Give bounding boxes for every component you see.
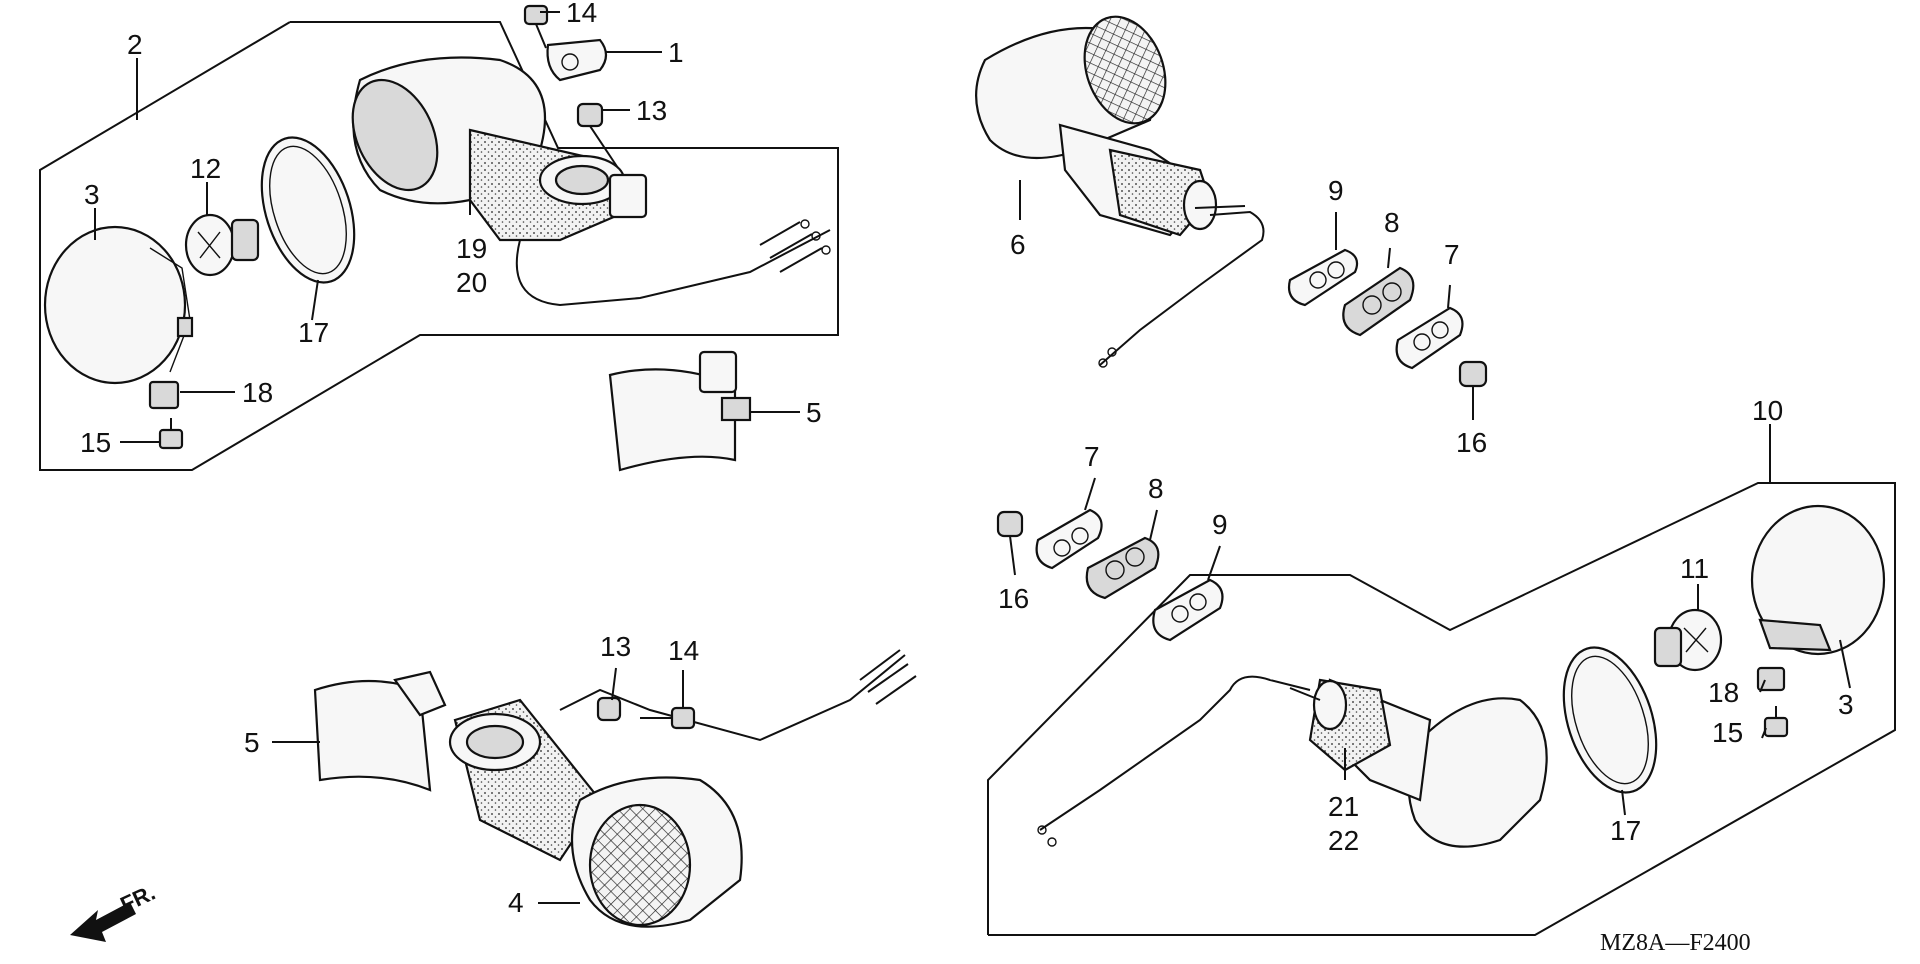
callout-11: 11 [1680, 553, 1709, 584]
socket-18-top-left [148, 380, 180, 410]
nut-16-middle [996, 510, 1024, 538]
rim-17-bottom-right [1562, 646, 1658, 794]
assembly-frame-10 [987, 482, 1896, 936]
callout-6: 6 [1010, 229, 1026, 260]
clamp-1 [546, 38, 608, 82]
callout-13-bottom: 13 [600, 631, 631, 662]
lens-3-top-left [43, 225, 194, 385]
washer-7-middle [1035, 508, 1103, 570]
grommet-8-top [1342, 266, 1415, 337]
housing-19-20 [351, 56, 831, 307]
callout-19: 19 [456, 233, 487, 264]
callout-15-top-left: 15 [80, 427, 111, 458]
callout-3-bottom-right: 3 [1838, 689, 1854, 720]
callout-2: 2 [127, 29, 143, 60]
callout-4: 4 [508, 887, 524, 918]
cover-5-bottom [313, 670, 447, 792]
nut-13-bottom [596, 696, 622, 722]
bulb-12-top-left [184, 213, 260, 277]
screw-15-bottom-right [1763, 706, 1789, 738]
washer-7-top [1395, 306, 1464, 370]
callout-15-bottom-right: 15 [1712, 717, 1743, 748]
screw-15-top-left [158, 418, 184, 450]
leader-lines [94, 11, 1851, 904]
callout-20: 20 [456, 267, 487, 298]
callout-17-top-left: 17 [298, 317, 329, 348]
turn-signal-6 [975, 15, 1265, 368]
bulb-11 [1653, 608, 1723, 672]
gasket-9-middle [1152, 578, 1224, 642]
callout-18-top-left: 18 [242, 377, 273, 408]
front-direction-arrow: FR. [70, 880, 159, 942]
callout-5-bottom: 5 [244, 727, 260, 758]
callout-8-middle: 8 [1148, 473, 1164, 504]
callout-10: 10 [1752, 395, 1783, 426]
callout-3-top-left: 3 [84, 179, 100, 210]
drawing-code: MZ8A—F2400 [1600, 930, 1751, 956]
callout-13-top: 13 [636, 95, 667, 126]
screw-14-bottom [640, 706, 696, 730]
callouts: 2 3 12 17 19 20 18 15 14 1 13 5 6 9 8 7 … [80, 0, 1854, 918]
callout-7-middle: 7 [1084, 441, 1100, 472]
turn-signal-21-22 [1037, 675, 1548, 848]
callout-14-bottom: 14 [668, 635, 699, 666]
callout-7-top: 7 [1444, 239, 1460, 270]
cover-5-top [608, 350, 752, 472]
callout-16-top: 16 [1456, 427, 1487, 458]
screw-14-top [523, 4, 549, 49]
callout-21: 21 [1328, 791, 1359, 822]
callout-14-top: 14 [566, 0, 597, 28]
callout-9-top: 9 [1328, 175, 1344, 206]
callout-16-middle: 16 [998, 583, 1029, 614]
nut-13-top [576, 102, 619, 169]
callout-5-top: 5 [806, 397, 822, 428]
rim-17-top-left [260, 136, 356, 284]
turn-signal-4 [448, 649, 917, 928]
callout-12: 12 [190, 153, 221, 184]
callout-1: 1 [668, 37, 684, 68]
gasket-9-top [1287, 248, 1359, 307]
callout-9-middle: 9 [1212, 509, 1228, 540]
socket-18-bottom-right [1756, 666, 1786, 692]
callout-22: 22 [1328, 825, 1359, 856]
callout-18-bottom-right: 18 [1708, 677, 1739, 708]
nut-16-top [1458, 360, 1488, 388]
callout-17-bottom-right: 17 [1610, 815, 1641, 846]
grommet-8-middle [1085, 536, 1160, 600]
lens-3-bottom-right [1750, 504, 1886, 656]
callout-8-top: 8 [1384, 207, 1400, 238]
